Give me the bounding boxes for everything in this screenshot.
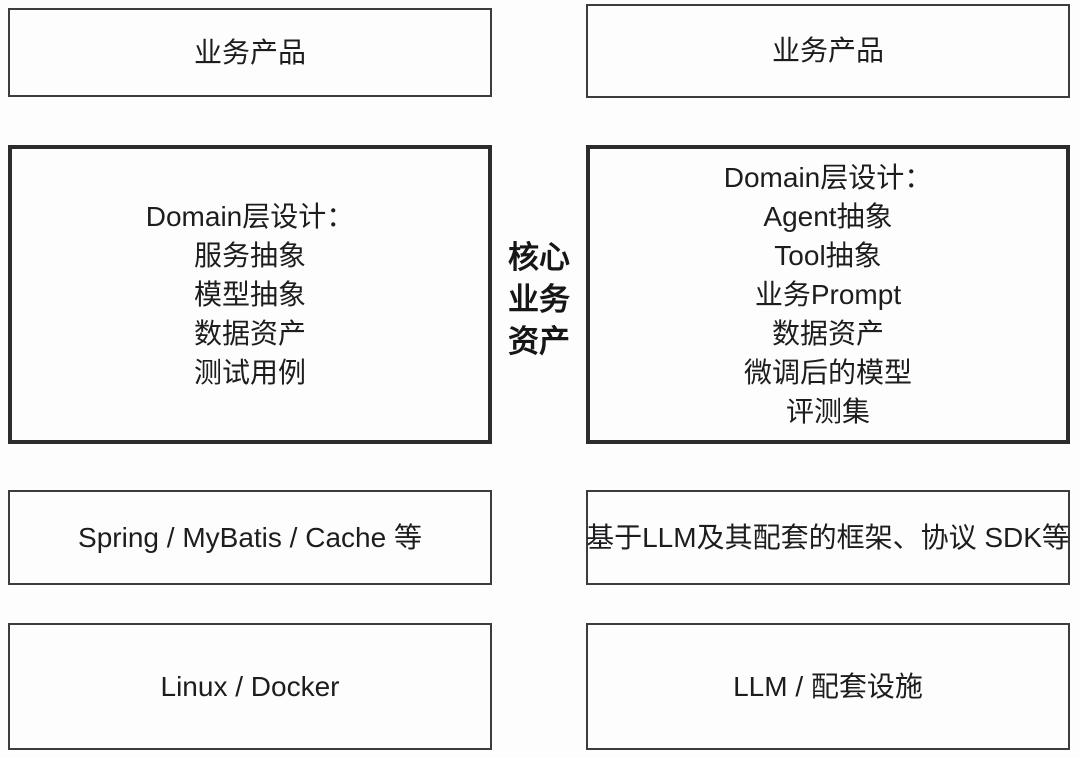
text-line: 服务抽象 (193, 240, 306, 271)
right-domain-design-box: Domain层设计： Agent抽象 Tool抽象业务Prompt 数据资产微调后的… (586, 145, 1070, 444)
right-domain-content: Domain层设计： Agent抽象 Tool抽象业务Prompt 数据资产微调后的… (724, 158, 932, 431)
text-line: Agent抽象 (763, 201, 893, 232)
text-line: 评测集 (785, 396, 870, 427)
right-framework-box: 基于LLM及其配套的框架、协议 SDK等 (586, 490, 1070, 585)
text-line: 测试用例 (193, 357, 306, 388)
left-domain-title: Domain层设计： (145, 201, 355, 232)
text-line: 数据资产 (193, 318, 306, 349)
left-business-product-label: 业务产品 (193, 36, 306, 68)
right-business-product-label: 业务产品 (771, 35, 884, 67)
left-infrastructure-label: Linux / Docker (160, 670, 340, 702)
left-framework-label: Spring / MyBatis / Cache 等 (78, 521, 422, 553)
left-domain-content: Domain层设计： 服务抽象模型抽象数据资产测试用例 (146, 197, 354, 392)
text-line: 微调后的模型 (743, 357, 912, 388)
left-domain-design-box: Domain层设计： 服务抽象模型抽象数据资产测试用例 (8, 145, 492, 444)
right-domain-items: Agent抽象 Tool抽象业务Prompt 数据资产微调后的模型评测集 (744, 197, 912, 431)
left-framework-box: Spring / MyBatis / Cache 等 (8, 490, 492, 585)
right-framework-label: 基于LLM及其配套的框架、协议 SDK等 (586, 521, 1070, 553)
text-line: 模型抽象 (193, 279, 306, 310)
text-line: 数据资产 (771, 318, 884, 349)
text-line: 核心 (508, 240, 570, 275)
right-business-product-box: 业务产品 (586, 4, 1070, 98)
text-line: 资产 (508, 324, 570, 359)
left-domain-items: 服务抽象模型抽象数据资产测试用例 (194, 236, 306, 392)
text-line: 业务 (508, 282, 570, 317)
text-line: Tool抽象 (774, 240, 882, 271)
right-domain-title: Domain层设计： (723, 162, 933, 193)
right-infrastructure-label: LLM / 配套设施 (733, 670, 923, 702)
core-business-assets-label: 核心业务资产 (492, 237, 586, 363)
left-infrastructure-box: Linux / Docker (8, 623, 492, 750)
right-infrastructure-box: LLM / 配套设施 (586, 623, 1070, 750)
text-line: 业务Prompt (754, 279, 902, 310)
left-business-product-box: 业务产品 (8, 8, 492, 97)
